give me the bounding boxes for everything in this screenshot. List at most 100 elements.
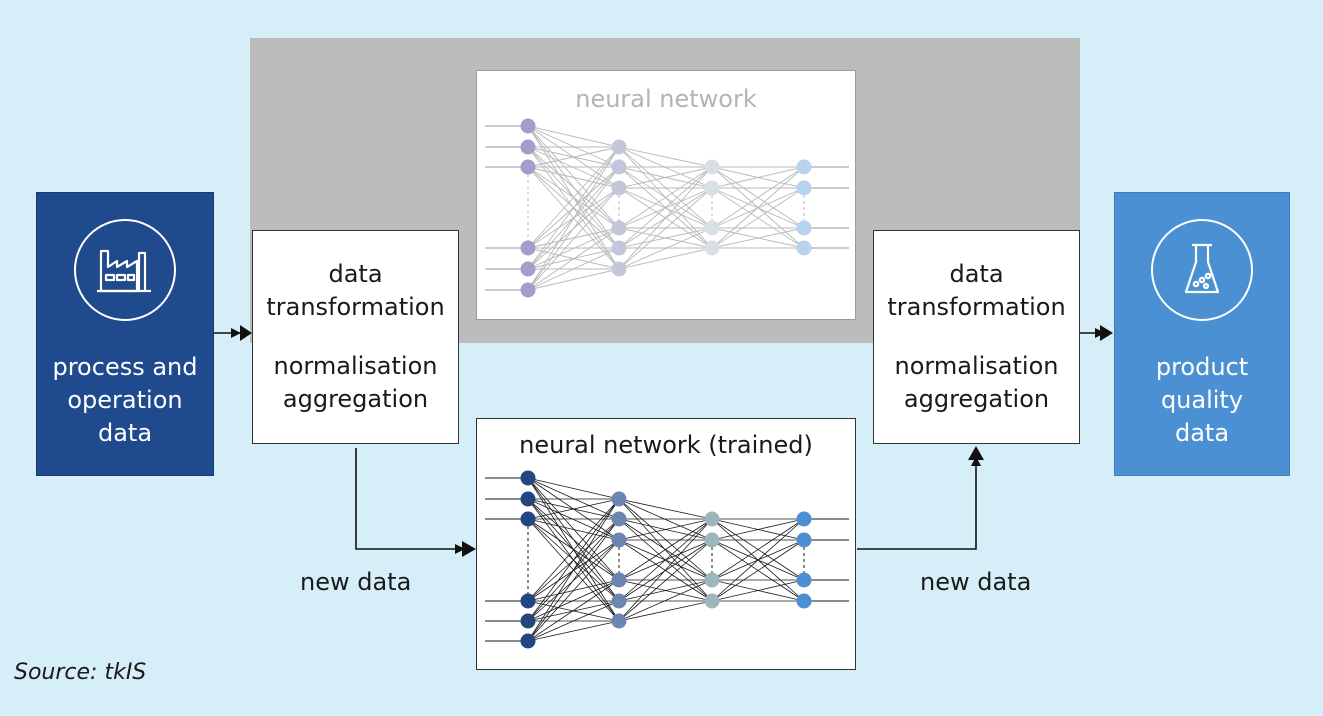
- nn-top-edge: [527, 247, 620, 291]
- nn-top-node: [796, 159, 812, 175]
- neural-network-title: neural network: [575, 85, 757, 113]
- transform-left-line-1: data: [328, 260, 383, 288]
- nn-top-edge: [527, 146, 620, 229]
- nn-top-edge: [527, 146, 620, 189]
- arrow-transform-to-trained-network: [355, 448, 465, 554]
- nn-top-node: [611, 159, 627, 175]
- nn-bottom-edge: [618, 600, 713, 622]
- nn-bottom-edge: [618, 518, 713, 622]
- nn-top-edge: [618, 227, 713, 249]
- neural-network-graph: [485, 118, 849, 298]
- nn-bottom-edge: [527, 579, 620, 642]
- transform-right-line-1: data: [949, 260, 1004, 288]
- arrowhead-trained-to-transform: [968, 446, 984, 460]
- nn-bottom-node: [520, 491, 536, 507]
- nn-bottom-edge: [711, 518, 805, 602]
- source-note: Source: tkIS: [14, 660, 147, 685]
- nn-bottom-edge: [527, 498, 620, 581]
- nn-top-node: [796, 240, 812, 256]
- nn-bottom-edge: [527, 498, 620, 520]
- nn-bottom-edge: [527, 579, 620, 622]
- nn-top-node: [611, 240, 627, 256]
- nn-bottom-node: [611, 593, 627, 609]
- nn-top-node: [611, 180, 627, 196]
- nn-top-edge: [618, 187, 713, 270]
- process-operation-label-line-1: process and: [52, 352, 198, 381]
- nn-bottom-edge: [618, 579, 713, 622]
- nn-bottom-node: [611, 613, 627, 629]
- transform-left-line-2: transformation: [266, 293, 445, 321]
- nn-top-edge: [527, 146, 620, 249]
- nn-bottom-edge: [527, 600, 620, 642]
- nn-top-edge: [711, 187, 805, 249]
- new-data-label-left: new data: [300, 568, 412, 596]
- nn-top-edge: [527, 166, 620, 291]
- transform-left-line-3: normalisation: [273, 352, 438, 380]
- nn-bottom-edge: [618, 539, 713, 622]
- nn-bottom-node: [704, 511, 720, 527]
- nn-top-edge: [527, 146, 620, 168]
- nn-top-edge: [618, 146, 713, 189]
- process-operation-label-line-3: data: [97, 418, 153, 447]
- nn-bottom-edge: [618, 498, 713, 520]
- trained-neural-network-panel: neural network (trained): [476, 418, 856, 670]
- nn-bottom-edge: [527, 498, 620, 602]
- arrowhead-transform-to-product: [1100, 325, 1113, 341]
- transform-right-line-4: aggregation: [903, 385, 1050, 413]
- nn-bottom-node: [611, 511, 627, 527]
- nn-bottom-edge: [527, 477, 620, 500]
- neural-network-panel: neural network: [476, 70, 856, 320]
- product-quality-label-line-3: data: [1174, 418, 1230, 447]
- nn-top-node: [611, 261, 627, 277]
- process-operation-label-line-2: operation: [67, 385, 183, 414]
- product-quality-label-line-1: product: [1155, 352, 1249, 381]
- nn-bottom-node: [704, 572, 720, 588]
- nn-top-node: [520, 118, 536, 134]
- nn-bottom-edge: [618, 579, 713, 602]
- nn-top-node: [796, 180, 812, 196]
- nn-top-edge: [711, 166, 805, 189]
- nn-bottom-node: [611, 532, 627, 548]
- transform-left-line-4: aggregation: [282, 385, 429, 413]
- arrowhead-transform-to-trained: [462, 541, 476, 557]
- data-transformation-box-right: data transformation normalisation aggreg…: [873, 230, 1080, 444]
- nn-bottom-node: [611, 572, 627, 588]
- nn-top-edge: [527, 146, 620, 291]
- nn-top-edge: [618, 166, 713, 270]
- nn-top-node: [520, 282, 536, 298]
- nn-bottom-edge: [527, 498, 620, 622]
- nn-bottom-node: [520, 613, 536, 629]
- nn-top-node: [704, 240, 720, 256]
- nn-top-node: [520, 139, 536, 155]
- nn-top-node: [704, 159, 720, 175]
- transform-right-line-2: transformation: [887, 293, 1066, 321]
- nn-bottom-node: [796, 532, 812, 548]
- nn-top-node: [520, 159, 536, 175]
- nn-bottom-edge: [618, 518, 713, 602]
- nn-bottom-edge: [711, 539, 805, 602]
- factory-icon: [74, 218, 176, 321]
- new-data-label-right: new data: [920, 568, 1032, 596]
- nn-top-node: [796, 220, 812, 236]
- arrowhead-source-to-transform: [240, 325, 252, 341]
- nn-bottom-edge: [527, 477, 620, 520]
- trained-neural-network-graph: [485, 470, 849, 649]
- nn-bottom-node: [796, 593, 812, 609]
- nn-bottom-node: [796, 572, 812, 588]
- nn-bottom-node: [520, 470, 536, 486]
- nn-bottom-edge: [618, 498, 713, 581]
- product-quality-data-box: product quality data: [1114, 192, 1290, 476]
- nn-top-edge: [711, 227, 805, 249]
- process-operation-data-box: process and operation data: [36, 192, 214, 476]
- nn-bottom-edge: [527, 518, 620, 642]
- nn-top-edge: [527, 227, 620, 291]
- nn-bottom-edge: [711, 518, 805, 541]
- nn-top-edge: [527, 268, 620, 291]
- nn-bottom-node: [611, 491, 627, 507]
- nn-bottom-edge: [527, 620, 620, 642]
- nn-bottom-edge: [618, 518, 713, 581]
- nn-top-edge: [527, 146, 620, 270]
- nn-top-edge: [618, 146, 713, 168]
- nn-top-edge: [618, 166, 713, 229]
